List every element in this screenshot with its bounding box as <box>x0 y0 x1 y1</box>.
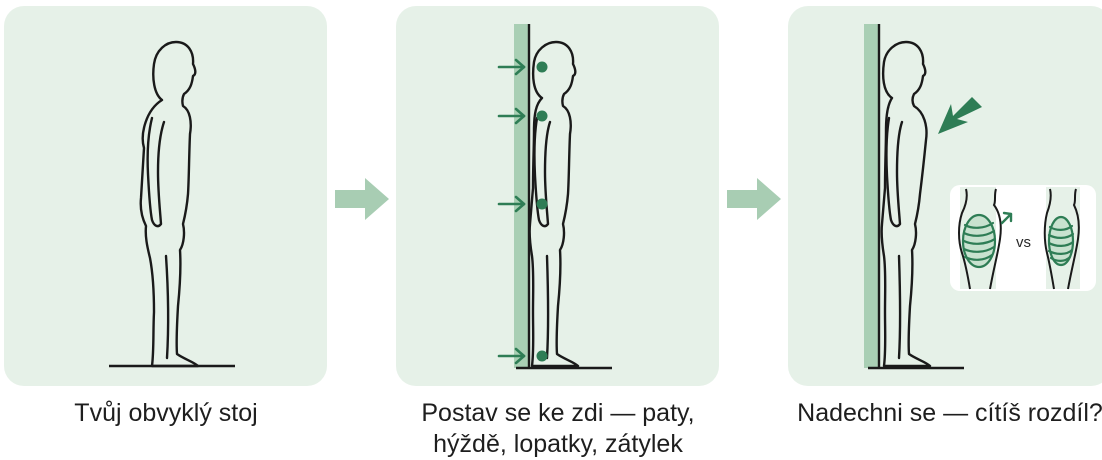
contact-dot-icon <box>537 62 548 73</box>
vs-label: vs <box>1016 234 1031 251</box>
caption-step-2: Postav se ke zdi — paty, hýždě, lopatky,… <box>378 398 738 460</box>
ribcage-icon <box>963 215 995 267</box>
contact-dot-icon <box>537 351 548 362</box>
wall-alignment-illustration <box>396 6 719 386</box>
pointer-arrow-icon <box>499 109 524 123</box>
caption-step-3: Nadechni se — cítíš rozdíl? <box>770 398 1102 429</box>
contact-dot-icon <box>537 111 548 122</box>
panel-wall-alignment <box>396 6 719 386</box>
person-figure-breathing <box>882 42 930 366</box>
pointer-arrow-icon <box>499 60 524 74</box>
step-arrow-icon <box>727 178 781 220</box>
contact-dot-icon <box>537 199 548 210</box>
usual-stance-illustration <box>4 6 327 386</box>
caption-text: Tvůj obvyklý stoj <box>74 399 257 427</box>
pointer-arrow-icon <box>499 349 524 363</box>
chest-arrow-icon <box>938 97 982 134</box>
caption-line-1: Postav se ke zdi — paty, <box>378 398 738 429</box>
ribcage-icon <box>1049 217 1073 265</box>
panel-usual-stance <box>4 6 327 386</box>
pointer-arrow-icon <box>1002 213 1011 223</box>
step-arrow-icon <box>335 178 389 220</box>
caption-text: Nadechni se — cítíš rozdíl? <box>797 399 1102 427</box>
caption-step-1: Tvůj obvyklý stoj <box>0 398 346 429</box>
pointer-arrow-icon <box>499 197 524 211</box>
ribcage-normal <box>1045 187 1080 289</box>
caption-line-2: hýždě, lopatky, zátylek <box>378 429 738 460</box>
wall <box>864 24 879 368</box>
ribcage-comparison-card: vs <box>950 185 1096 291</box>
person-figure-slouched <box>141 42 198 366</box>
ribcage-expanded <box>959 187 1011 289</box>
